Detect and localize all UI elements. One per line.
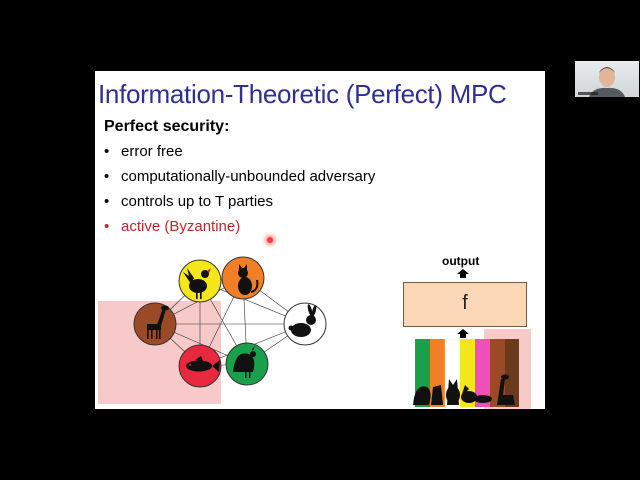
party-giraffe [133, 302, 177, 346]
bullet-text: controls up to T parties [121, 193, 274, 210]
fish-icon [186, 356, 220, 372]
bullet-text: computationally-unbounded adversary [121, 168, 376, 185]
party-peacock [225, 342, 269, 386]
output-arrow-icon [457, 269, 469, 278]
rooster-icon [183, 268, 211, 299]
presentation-slide: Information-Theoretic (Perfect) MPC Perf… [95, 71, 545, 409]
party-rabbit [283, 302, 327, 346]
output-label: output [442, 254, 480, 268]
party-network-diagram [133, 256, 327, 388]
input-bar-pink [475, 339, 490, 407]
animal-silhouettes-icon [413, 374, 515, 405]
bullet-item: • error free [104, 143, 183, 160]
slide-title: Information-Theoretic (Perfect) MPC [98, 79, 507, 109]
bullet-text: active (Byzantine) [121, 218, 241, 235]
presenter-avatar [578, 67, 625, 97]
bullet-marker: • [104, 218, 110, 235]
bullet-item: • controls up to T parties [104, 193, 273, 210]
bullet-text: error free [121, 143, 183, 160]
cat-icon [238, 264, 259, 295]
bullet-marker: • [104, 143, 110, 160]
party-rooster [178, 259, 222, 303]
laser-pointer-dot [267, 237, 273, 243]
input-bars [413, 339, 519, 407]
input-bar-darkbrown [505, 339, 519, 407]
bullet-item: • computationally-unbounded adversary [104, 168, 375, 185]
function-box: f [403, 282, 527, 327]
bullet-marker: • [104, 168, 110, 185]
peacock-icon [233, 346, 256, 378]
party-fish [178, 344, 222, 388]
bullet-marker: • [104, 193, 110, 210]
function-label: f [462, 292, 468, 314]
webcam-thumbnail [575, 61, 639, 97]
party-cat [221, 256, 265, 300]
rabbit-icon [288, 304, 317, 337]
bullet-item-highlighted: • active (Byzantine) [104, 218, 240, 235]
input-arrow-icon [457, 329, 469, 338]
slide-subheading: Perfect security: [104, 118, 230, 135]
giraffe-icon [147, 305, 169, 339]
